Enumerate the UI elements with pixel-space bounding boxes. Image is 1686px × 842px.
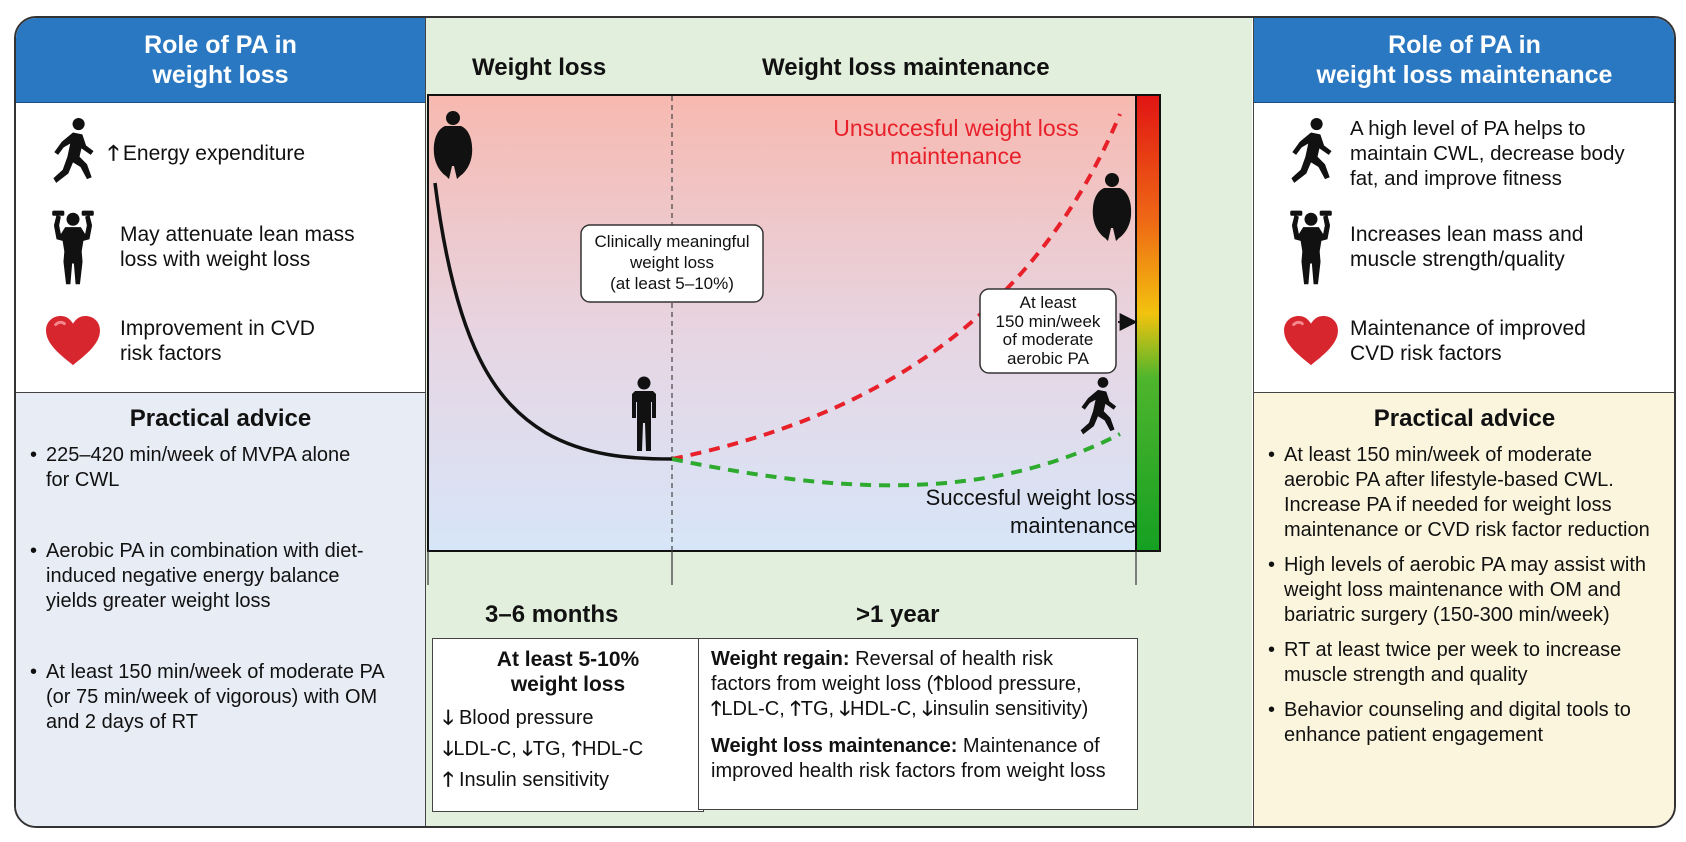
runner-icon — [1276, 107, 1346, 199]
right-advice-item: Behavior counseling and digital tools to… — [1268, 698, 1654, 748]
heading-weight-loss: Weight loss — [472, 54, 607, 81]
right-role-fitness: A high level of PA helps to maintain CWL… — [1254, 107, 1674, 199]
infographic-frame: Role of PA in weight loss 🡑Energy expend… — [14, 16, 1676, 828]
right-role-cvd: Maintenance of improved CVD risk factors — [1254, 295, 1674, 387]
label-pa-recommendation: At least 150 min/week of moderate aerobi… — [995, 293, 1101, 368]
maintenance-text: improved health risk factors from weight… — [711, 760, 1106, 782]
benefit-blood-pressure-label: Blood pressure — [458, 707, 594, 729]
successful-maintenance-curve — [671, 432, 1121, 488]
up-arrow-icon: 🡑 — [933, 673, 944, 695]
left-advice: Practical advice 225–420 min/week of MVP… — [16, 393, 425, 826]
left-role-cvd-text: Improvement in CVD risk factors — [120, 295, 415, 387]
right-advice-item: High levels of aerobic PA may assist wit… — [1268, 553, 1654, 628]
pa-recommendation-box — [979, 288, 1117, 374]
dumbbell-person-icon — [38, 201, 108, 293]
down-arrow-icon: 🡓 — [443, 707, 454, 729]
left-roles: 🡑Energy expenditure May attenuate lean m… — [16, 103, 425, 393]
label-successful: Succesful weight loss maintenance — [925, 485, 1136, 538]
clinical-weight-loss-box — [580, 224, 764, 303]
regain-maintenance-box: Weight regain: Reversal of health risk f… — [698, 638, 1138, 810]
left-header-title: Role of PA in weight loss — [144, 31, 297, 89]
benefit-insulin: 🡑 Insulin sensitivity — [443, 765, 703, 796]
right-roles: A high level of PA helps to maintain CWL… — [1254, 103, 1674, 393]
regain-bp: blood pressure, — [943, 673, 1082, 695]
time-long: >1 year — [856, 601, 940, 628]
down-arrow-icon: 🡓 — [522, 738, 533, 760]
left-role-energy-text: 🡑Energy expenditure — [108, 107, 415, 199]
right-role-cvd-label: Maintenance of improved CVD risk factors — [1350, 317, 1586, 365]
right-role-cvd-text: Maintenance of improved CVD risk factors — [1350, 295, 1665, 387]
benefit-lipids: 🡓LDL-C, 🡓TG, 🡑HDL-C — [443, 734, 703, 765]
left-role-cvd: Improvement in CVD risk factors — [16, 295, 425, 387]
right-advice-item: RT at least twice per week to increase m… — [1268, 638, 1654, 688]
right-advice: Practical advice At least 150 min/week o… — [1254, 393, 1674, 826]
unsuccessful-maintenance-curve — [671, 113, 1122, 461]
regain-hdl: HDL-C, — [850, 698, 917, 720]
benefit-insulin-label: Insulin sensitivity — [458, 769, 610, 791]
right-role-fitness-text: A high level of PA helps to maintain CWL… — [1350, 107, 1665, 199]
benefit-hdl-label: HDL-C — [582, 738, 644, 760]
up-arrow-icon: 🡑 — [108, 141, 119, 165]
label-unsuccessful: Unsuccesful weight loss maintenance — [833, 115, 1079, 169]
weight-loss-benefits-box: At least 5-10% weight loss 🡓 Blood press… — [432, 638, 704, 812]
right-advice-item: At least 150 min/week of moderate aerobi… — [1268, 443, 1654, 543]
left-role-cvd-label: Improvement in CVD risk factors — [120, 317, 315, 365]
benefit-blood-pressure: 🡓 Blood pressure — [443, 703, 703, 734]
up-arrow-icon: 🡑 — [571, 738, 583, 760]
maintenance-title: Weight loss maintenance: — [711, 735, 958, 757]
left-role-lean-mass: May attenuate lean mass loss with weight… — [16, 201, 425, 293]
right-role-fitness-label: A high level of PA helps to maintain CWL… — [1350, 116, 1625, 190]
maintenance-paragraph: Weight loss maintenance: Maintenance of … — [711, 734, 1137, 784]
left-role-energy-label: Energy expenditure — [122, 141, 306, 165]
left-role-lean-mass-label: May attenuate lean mass loss with weight… — [120, 223, 355, 271]
runner-icon — [38, 107, 108, 199]
right-panel: Role of PA in weight loss maintenance A … — [1253, 18, 1674, 826]
left-role-energy: 🡑Energy expenditure — [16, 107, 425, 199]
weight-curve-diagram — [427, 94, 1161, 585]
risk-color-bar — [1135, 94, 1161, 552]
benefits-title: At least 5-10% weight loss — [496, 648, 640, 696]
left-advice-item: 225–420 min/week of MVPA alone for CWL — [30, 443, 376, 493]
right-role-lean-mass: Increases lean mass and muscle strength/… — [1254, 201, 1674, 293]
regain-ldl: LDL-C, — [721, 698, 785, 720]
regain-text: factors from weight loss ( — [711, 673, 934, 695]
benefit-tg-label: TG, — [532, 738, 567, 760]
up-arrow-icon: 🡑 — [790, 698, 801, 720]
left-role-lean-mass-text: May attenuate lean mass loss with weight… — [120, 201, 415, 293]
left-advice-item: At least 150 min/week of moderate PA (or… — [30, 660, 386, 735]
maintenance-text: Maintenance of — [957, 735, 1100, 757]
right-role-lean-mass-text: Increases lean mass and muscle strength/… — [1350, 201, 1665, 293]
weight-loss-curve — [433, 182, 673, 461]
heart-icon — [1276, 295, 1346, 387]
heading-maintenance: Weight loss maintenance — [762, 54, 1050, 81]
left-panel: Role of PA in weight loss 🡑Energy expend… — [16, 18, 426, 826]
right-header: Role of PA in weight loss maintenance — [1254, 18, 1674, 103]
down-arrow-icon: 🡓 — [443, 738, 454, 760]
label-clinical: Clinically meaningful weight loss (at le… — [594, 232, 750, 293]
time-short: 3–6 months — [485, 601, 619, 628]
left-advice-item: Aerobic PA in combination with diet-indu… — [30, 539, 386, 614]
right-role-lean-mass-label: Increases lean mass and muscle strength/… — [1350, 223, 1584, 271]
regain-text: Reversal of health risk — [849, 648, 1053, 670]
left-header: Role of PA in weight loss — [16, 18, 425, 103]
dumbbell-person-icon — [1276, 201, 1346, 293]
regain-title: Weight regain: — [711, 648, 850, 670]
regain-tg: TG, — [800, 698, 835, 720]
benefit-ldl-label: LDL-C, — [453, 738, 517, 760]
down-arrow-icon: 🡓 — [922, 698, 933, 720]
left-advice-title: Practical advice — [129, 405, 312, 432]
down-arrow-icon: 🡓 — [839, 698, 851, 720]
heart-icon — [38, 295, 108, 387]
middle-panel: Weight loss Weight loss maintenance Unsu… — [426, 18, 1252, 826]
regain-insulin: insulin sensitivity) — [932, 698, 1089, 720]
up-arrow-icon: 🡑 — [711, 698, 722, 720]
regain-paragraph: Weight regain: Reversal of health risk f… — [711, 647, 1137, 722]
benefits-list: 🡓 Blood pressure 🡓LDL-C, 🡓TG, 🡑HDL-C 🡑 I… — [433, 703, 703, 796]
up-arrow-icon: 🡑 — [443, 769, 454, 791]
right-advice-title: Practical advice — [1373, 405, 1556, 432]
right-header-title: Role of PA in weight loss maintenance — [1316, 31, 1613, 89]
